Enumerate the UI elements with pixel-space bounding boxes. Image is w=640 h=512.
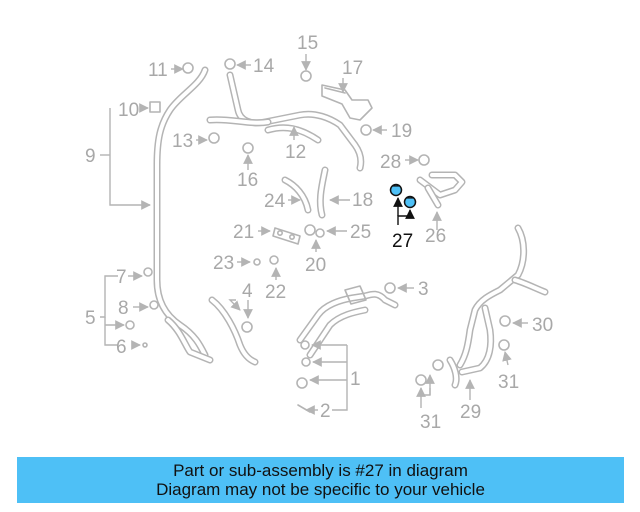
callout-27[interactable]: 27 <box>392 231 413 252</box>
callout-2: 2 <box>320 401 331 422</box>
callout-30: 30 <box>532 315 553 336</box>
callout-20: 20 <box>305 255 326 276</box>
callout-31a: 31 <box>498 372 519 393</box>
right-hose-assembly <box>446 224 549 389</box>
callout-10: 10 <box>118 100 139 121</box>
callout-labels: 1 2 3 4 5 6 7 8 9 10 11 12 13 14 15 16 1… <box>85 33 553 433</box>
callout-31b: 31 <box>420 412 441 433</box>
hose-26 <box>416 171 466 209</box>
callout-11: 11 <box>148 60 168 81</box>
callout-5: 5 <box>85 308 96 329</box>
callout-9: 9 <box>85 146 96 167</box>
callout-7: 7 <box>116 267 127 288</box>
callout-13: 13 <box>172 131 193 152</box>
gasket-plate <box>272 227 301 245</box>
callout-16: 16 <box>237 170 258 191</box>
callout-4: 4 <box>242 281 253 302</box>
parts-diagram: 1 2 3 4 5 6 7 8 9 10 11 12 13 14 15 16 1… <box>85 33 553 433</box>
callout-12: 12 <box>285 142 306 163</box>
callout-17: 17 <box>342 58 363 79</box>
left-long-hose <box>153 66 259 366</box>
leader-lines <box>100 54 528 415</box>
callout-22: 22 <box>265 282 286 303</box>
banner-line-1: Part or sub-assembly is #27 in diagram <box>173 461 468 480</box>
leader-lines-27 <box>393 197 415 225</box>
small-hoses <box>281 166 329 219</box>
callout-6: 6 <box>116 337 127 358</box>
callout-1: 1 <box>350 369 361 390</box>
upper-right-bracket <box>321 84 373 121</box>
callout-23: 23 <box>213 253 234 274</box>
callout-24: 24 <box>264 191 286 212</box>
callout-3: 3 <box>418 279 429 300</box>
info-banner: Part or sub-assembly is #27 in diagram D… <box>17 457 624 503</box>
callout-28: 28 <box>380 152 401 173</box>
callout-29: 29 <box>460 402 481 423</box>
callout-14: 14 <box>253 56 275 77</box>
callout-18: 18 <box>352 190 373 211</box>
callout-26: 26 <box>425 226 446 247</box>
callout-25: 25 <box>350 222 371 243</box>
callout-8: 8 <box>118 298 129 319</box>
upper-hose-assembly <box>206 71 365 172</box>
banner-line-2: Diagram may not be specific to your vehi… <box>156 480 485 499</box>
clamps <box>125 58 511 413</box>
center-pipe-assembly <box>296 285 399 359</box>
callout-21: 21 <box>233 222 254 243</box>
part-27-clamps[interactable] <box>389 183 417 209</box>
callout-19: 19 <box>391 121 412 142</box>
callout-15: 15 <box>297 33 318 54</box>
